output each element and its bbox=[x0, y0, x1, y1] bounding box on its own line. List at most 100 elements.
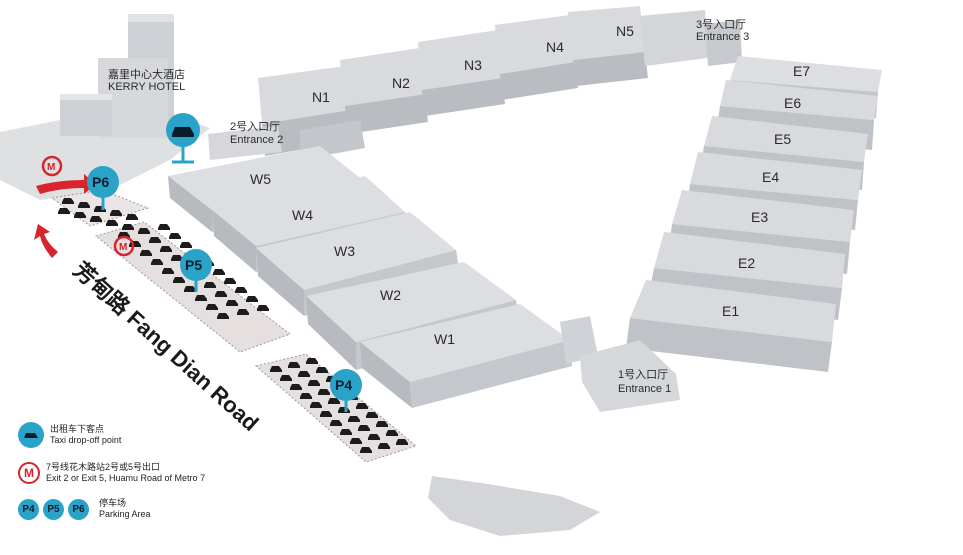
legend-parking: P4 P5 P6 停车场 Parking Area bbox=[18, 498, 278, 520]
car-icon bbox=[206, 304, 218, 310]
map-legend: 出租车下客点 Taxi drop-off point M 7号线花木路站2号或5… bbox=[18, 422, 278, 534]
legend-metro: M 7号线花木路站2号或5号出口 Exit 2 or Exit 5, Huamu… bbox=[18, 462, 278, 484]
car-icon bbox=[358, 425, 370, 431]
car-icon bbox=[149, 237, 161, 243]
entrance-2-cn: 2号入口厅 bbox=[230, 120, 280, 133]
car-icon bbox=[237, 309, 249, 315]
hall-n4: N4 bbox=[546, 39, 564, 55]
parking-pin-p5[interactable]: P5 bbox=[180, 249, 212, 292]
entrance-1-cn: 1号入口厅 bbox=[618, 368, 668, 381]
taxi-drop-off-pin[interactable] bbox=[166, 113, 200, 164]
parking-pin-label: P5 bbox=[185, 257, 202, 273]
east-halls: E7 E6 E5 E4 E3 E2 E1 bbox=[626, 56, 882, 372]
kerry-hotel: 嘉里中心大酒店 KERRY HOTEL bbox=[60, 14, 185, 138]
entrance-3-cn: 3号入口厅 bbox=[696, 18, 746, 31]
car-icon bbox=[204, 282, 216, 288]
car-icon bbox=[162, 268, 174, 274]
hall-w2: W2 bbox=[380, 287, 401, 303]
hotel-name-en: KERRY HOTEL bbox=[108, 81, 185, 93]
car-icon bbox=[158, 224, 170, 230]
hall-n3: N3 bbox=[464, 57, 482, 73]
hall-w4: W4 bbox=[292, 207, 313, 223]
car-icon bbox=[235, 287, 247, 293]
car-icon bbox=[224, 278, 236, 284]
car-icon bbox=[360, 447, 372, 453]
car-icon bbox=[78, 202, 90, 208]
car-icon bbox=[270, 366, 282, 372]
car-icon bbox=[110, 210, 122, 216]
car-icon bbox=[386, 430, 398, 436]
hotel-name-cn: 嘉里中心大酒店 bbox=[108, 67, 185, 81]
car-icon bbox=[316, 367, 328, 373]
parking-pin-icon: P6 bbox=[68, 498, 89, 520]
car-icon bbox=[169, 233, 181, 239]
parking-pin-p4[interactable]: P4 bbox=[330, 369, 362, 412]
parking-pin-label: P4 bbox=[335, 377, 352, 393]
car-icon bbox=[330, 420, 342, 426]
svg-text:M: M bbox=[119, 242, 127, 253]
car-icon bbox=[140, 250, 152, 256]
car-icon bbox=[290, 384, 302, 390]
hall-n5: N5 bbox=[616, 23, 634, 39]
hall-n2: N2 bbox=[392, 75, 410, 91]
entrance-buildings: 1号入口厅 Entrance 1 2号入口厅 Entrance 2 3号入口厅 … bbox=[208, 18, 749, 412]
car-icon bbox=[328, 398, 340, 404]
car-icon bbox=[58, 208, 70, 214]
hall-w3: W3 bbox=[334, 243, 355, 259]
hall-e2: E2 bbox=[738, 255, 755, 271]
hall-w1: W1 bbox=[434, 331, 455, 347]
car-icon bbox=[288, 362, 300, 368]
car-icon bbox=[171, 255, 183, 261]
legend-metro-cn: 7号线花木路站2号或5号出口 bbox=[46, 462, 161, 472]
car-icon bbox=[298, 371, 310, 377]
legend-metro-en: Exit 2 or Exit 5, Huamu Road of Metro 7 bbox=[46, 473, 206, 483]
car-icon bbox=[106, 220, 118, 226]
car-icon bbox=[180, 242, 192, 248]
car-icon bbox=[217, 313, 229, 319]
car-icon bbox=[151, 259, 163, 265]
car-icon bbox=[376, 421, 388, 427]
hall-e7: E7 bbox=[793, 63, 810, 79]
parking-pin-p6[interactable]: P6 bbox=[87, 166, 119, 210]
car-icon bbox=[184, 286, 196, 292]
car-icon bbox=[122, 224, 134, 230]
car-icon bbox=[348, 416, 360, 422]
car-icon bbox=[213, 269, 225, 275]
car-icon bbox=[173, 277, 185, 283]
landscape-feature bbox=[428, 476, 600, 536]
hall-w5: W5 bbox=[250, 171, 271, 187]
west-halls: W5 W4 W3 W2 W1 bbox=[168, 146, 572, 408]
car-icon bbox=[62, 198, 74, 204]
hall-e3: E3 bbox=[751, 209, 768, 225]
car-icon bbox=[320, 411, 332, 417]
metro-icon: M bbox=[18, 462, 40, 484]
car-icon bbox=[396, 439, 408, 445]
car-icon bbox=[226, 300, 238, 306]
hall-e4: E4 bbox=[762, 169, 779, 185]
parking-pin-icon: P4 bbox=[18, 498, 39, 520]
car-icon bbox=[160, 246, 172, 252]
metro-icon: M bbox=[41, 155, 63, 177]
car-icon bbox=[310, 402, 322, 408]
hall-n1: N1 bbox=[312, 89, 330, 105]
legend-taxi: 出租车下客点 Taxi drop-off point bbox=[18, 422, 278, 448]
car-icon bbox=[74, 212, 86, 218]
car-icon bbox=[90, 216, 102, 222]
hall-e6: E6 bbox=[784, 95, 801, 111]
metro-icon: M bbox=[113, 235, 135, 257]
car-icon bbox=[318, 389, 330, 395]
car-icon bbox=[350, 438, 362, 444]
car-icon bbox=[366, 412, 378, 418]
car-icon bbox=[138, 228, 150, 234]
arrow-icon bbox=[34, 224, 58, 258]
car-icon bbox=[356, 403, 368, 409]
car-icon bbox=[300, 393, 312, 399]
car-icon bbox=[368, 434, 380, 440]
entrance-2-en: Entrance 2 bbox=[230, 134, 283, 146]
legend-taxi-en: Taxi drop-off point bbox=[50, 435, 122, 445]
svg-text:M: M bbox=[47, 162, 55, 173]
north-halls: N1 N2 N3 N4 N5 bbox=[258, 6, 742, 160]
car-icon bbox=[195, 295, 207, 301]
car-icon bbox=[340, 429, 352, 435]
